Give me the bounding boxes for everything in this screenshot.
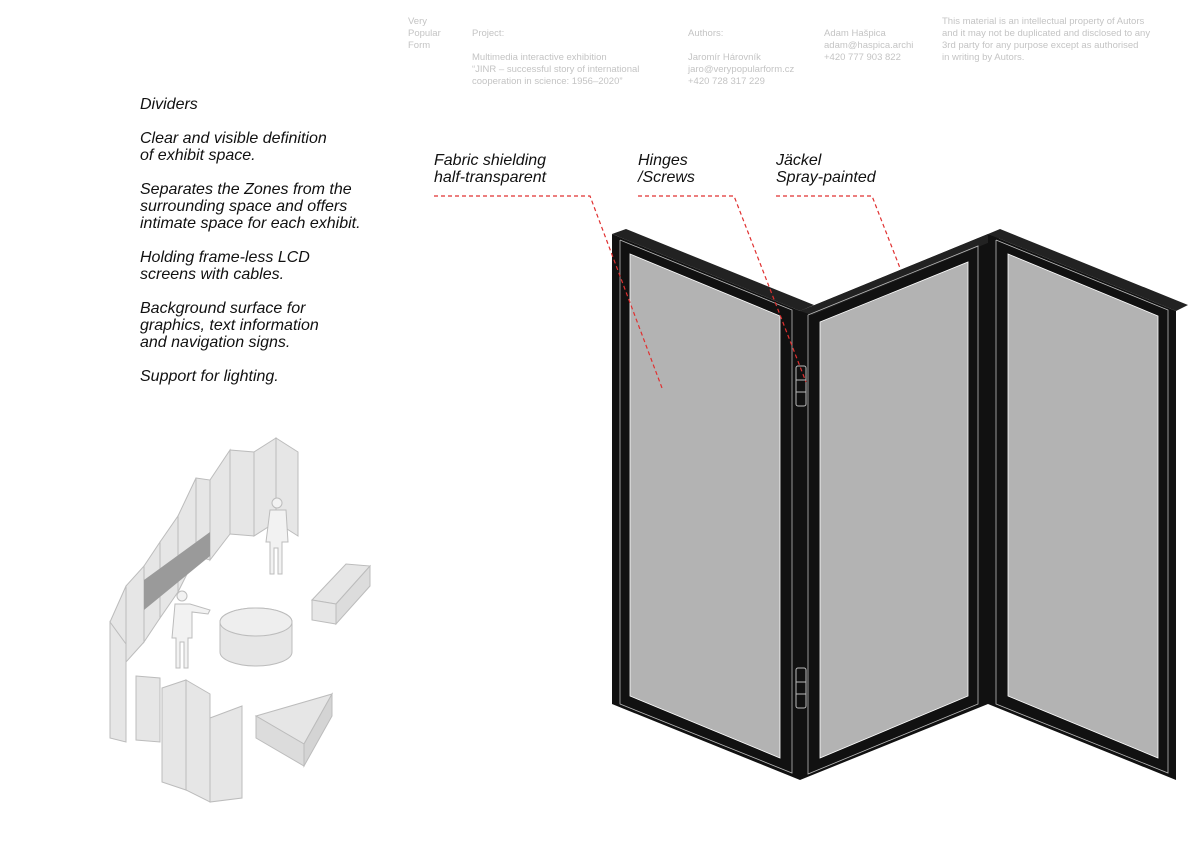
project-info: Project: Multimedia interactive exhibiti… (472, 16, 639, 100)
description-item: Holding frame-less LCD screens with cabl… (140, 249, 310, 283)
leader-hinges (638, 195, 807, 383)
author-1-details: Jaromír Hárovník jaro@verypopularform.cz… (688, 52, 795, 87)
hinge-bottom (795, 667, 807, 709)
callout-jackel: Jäckel Spray-painted (776, 152, 876, 186)
panel-middle (800, 234, 1000, 780)
description-item: Clear and visible definition of exhibit … (140, 130, 327, 164)
project-label: Project: (472, 28, 505, 39)
description-item: Support for lighting. (140, 368, 279, 385)
project-text: Multimedia interactive exhibition “JINR … (472, 52, 640, 87)
author-1: Authors: Jaromír Hárovník jaro@verypopul… (688, 16, 794, 100)
callout-fabric: Fabric shielding half-transparent (434, 152, 547, 186)
leader-jackel (776, 195, 901, 269)
description-block: Dividers Clear and visible definition of… (140, 96, 390, 402)
callout-hinges: Hinges /Screws (638, 152, 695, 186)
exhibit-sketch (109, 437, 372, 803)
authors-label: Authors: (688, 28, 724, 39)
leader-fabric (434, 195, 663, 389)
description-item: Separates the Zones from the surrounding… (140, 181, 361, 232)
description-item: Background surface for graphics, text in… (140, 300, 319, 351)
leader-lines (434, 195, 901, 389)
panel-right (988, 229, 1188, 780)
author-2: Adam Hašpica adam@haspica.archi +420 777… (824, 28, 914, 63)
description-title: Dividers (140, 96, 198, 113)
studio-name: Very Popular Form (408, 16, 441, 51)
hinge-top (795, 365, 807, 407)
copyright-notice: This material is an intellectual propert… (942, 16, 1151, 63)
panel-left (612, 229, 814, 780)
